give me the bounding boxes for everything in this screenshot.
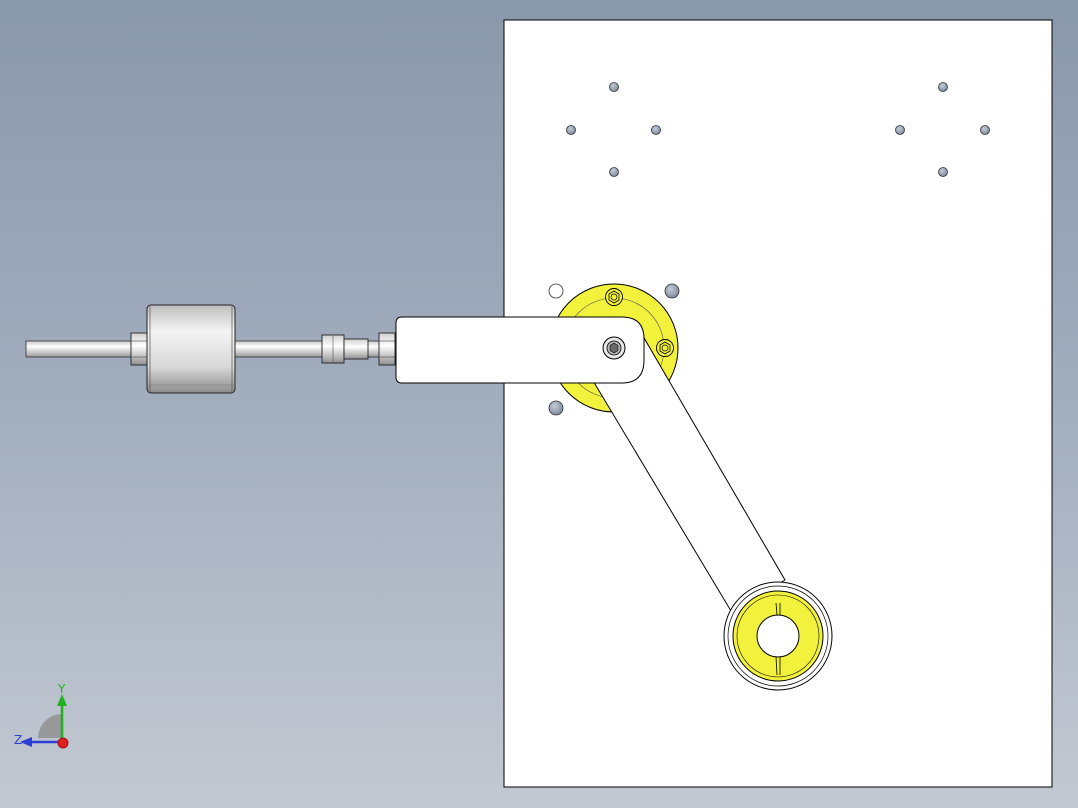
mounting-hole <box>609 167 619 177</box>
flange-bolt-top <box>605 288 623 306</box>
bolt-hole <box>548 400 564 416</box>
mounting-hole <box>895 125 905 135</box>
reference-triad: Y Z <box>14 684 69 749</box>
connecting-arm[interactable] <box>395 316 645 384</box>
flange-bolt-holes <box>548 283 680 416</box>
mounting-hole <box>938 167 948 177</box>
bolt-hole <box>548 283 564 299</box>
x-axis-dot-icon <box>57 737 69 749</box>
z-axis-arrowhead-icon <box>20 737 32 747</box>
hex-nut-right <box>378 332 396 366</box>
triad-plane-icon <box>38 714 62 738</box>
mounting-holes-right <box>895 82 990 177</box>
cylinder-drum[interactable] <box>146 304 236 394</box>
lower-hub[interactable] <box>723 581 833 691</box>
rod-coupling <box>321 334 369 364</box>
y-axis-arrowhead-icon <box>57 694 67 706</box>
bolt-hole <box>664 283 680 299</box>
z-axis-label: Z <box>14 733 22 747</box>
mounting-hole <box>566 125 576 135</box>
mounting-hole <box>651 125 661 135</box>
mounting-hole <box>609 82 619 92</box>
pivot-socket-screw <box>602 336 626 360</box>
mounting-hole <box>980 125 990 135</box>
y-axis-label: Y <box>57 684 66 696</box>
flange-bolt-right <box>656 339 674 357</box>
hex-nut-left <box>130 332 148 366</box>
mounting-holes-left <box>566 82 661 177</box>
mounting-hole <box>938 82 948 92</box>
